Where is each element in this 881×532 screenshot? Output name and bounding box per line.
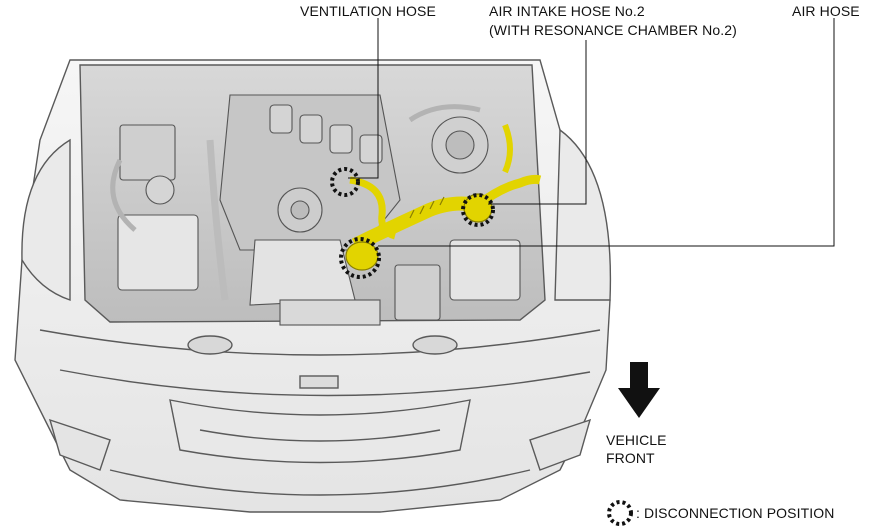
leader-lines	[348, 18, 835, 247]
dotted-circle-icon	[339, 237, 381, 279]
ventilation-hose-label: VENTILATION HOSE	[300, 3, 436, 19]
air-intake-hose-shape	[351, 196, 480, 252]
vehicle-front-label-2: FRONT	[606, 450, 655, 466]
air-hose-shape	[475, 174, 542, 209]
air-hose-leader	[378, 18, 835, 247]
dotted-circle-icon	[330, 167, 360, 197]
air-intake-hose-label: AIR INTAKE HOSE No.2	[489, 3, 645, 19]
ventilation-leader	[348, 18, 379, 179]
dotted-circle-icon	[461, 193, 495, 227]
air-hose-label: AIR HOSE	[792, 3, 860, 19]
air-intake-hose-sublabel: (WITH RESONANCE CHAMBER No.2)	[489, 22, 737, 38]
legend-dotted-circle-icon	[607, 500, 633, 526]
engine-components	[110, 94, 521, 326]
disconnection-markers	[330, 167, 495, 279]
highlighted-hoses	[345, 123, 542, 271]
air-intake-leader	[488, 40, 587, 205]
legend-text: : DISCONNECTION POSITION	[636, 505, 835, 521]
vehicle-front-arrow-icon	[618, 362, 660, 418]
vehicle-front-label-1: VEHICLE	[606, 432, 667, 448]
